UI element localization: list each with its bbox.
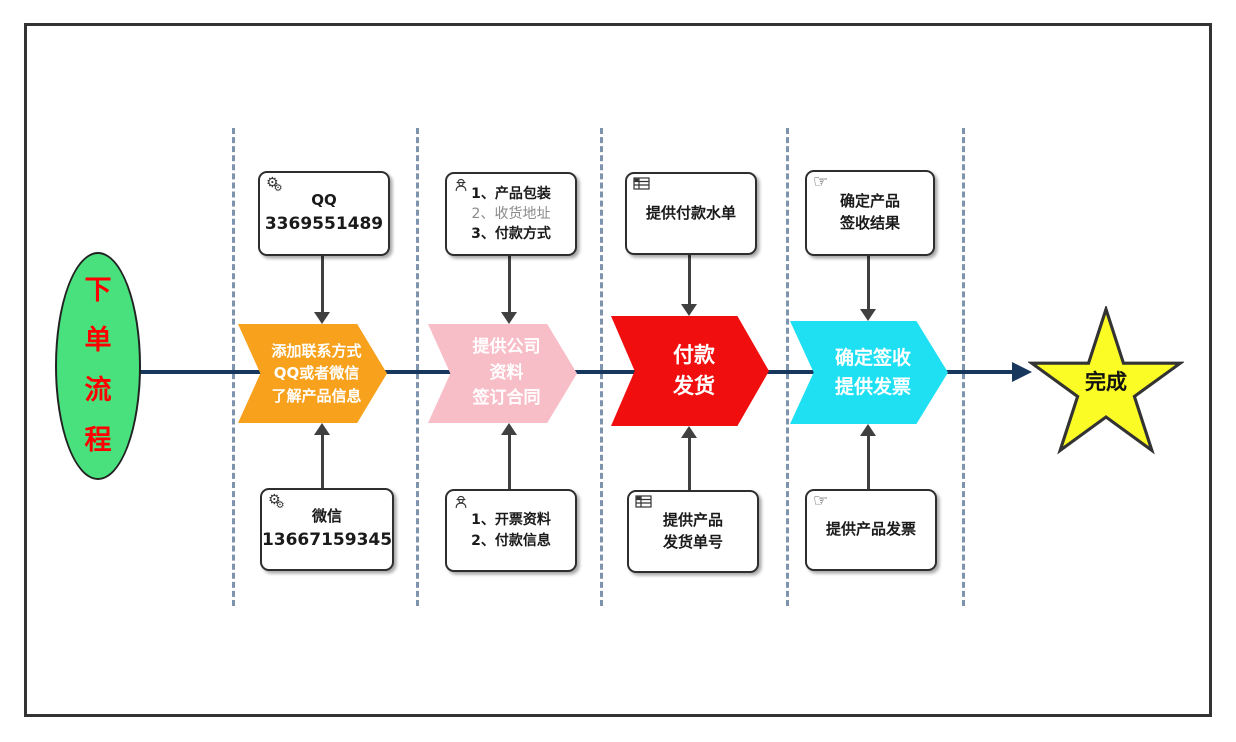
start-node-char: 下: [84, 275, 112, 306]
wechat-contact-box: ⚙⚙ 微信 13667159345: [260, 488, 394, 571]
hand-icon: ☞: [813, 491, 829, 511]
connector-line: [320, 435, 324, 488]
connector-arrow: [314, 252, 330, 324]
diagram-frame: [24, 23, 1212, 717]
chevron-line: QQ或者微信: [273, 364, 360, 383]
box-line: 微信: [311, 507, 342, 526]
table-icon: [633, 177, 650, 193]
box-line: 确定产品: [839, 192, 900, 211]
package-info-box: 1、产品包装 2、收货地址 3、付款方式: [445, 172, 577, 256]
connector-line: [687, 438, 691, 490]
start-node-char: 程: [84, 425, 112, 456]
sign-result-box: ☞ 确定产品 签收结果: [805, 170, 935, 256]
gears-icon: ⚙⚙: [266, 175, 283, 194]
phase-divider: [962, 128, 965, 606]
table-icon: [635, 495, 652, 511]
box-line: 提供产品: [662, 510, 723, 529]
connector-arrow: [681, 251, 697, 316]
hand-icon: ☞: [813, 172, 829, 192]
connector-line: [866, 252, 870, 309]
connector-line: [687, 251, 691, 304]
chevron-line: 确定签收: [834, 347, 911, 369]
shipping-number-box: 提供产品 发货单号: [627, 490, 759, 573]
box-line: 3、付款方式: [471, 226, 551, 243]
connector-line: [320, 252, 324, 312]
box-line: 2、收货地址: [471, 205, 551, 222]
finish-star: 完成: [1026, 304, 1186, 456]
chevron-line: 签订合同: [472, 388, 541, 409]
invoice-info-box: 1、开票资料 2、付款信息: [445, 489, 577, 572]
gears-icon: ⚙⚙: [268, 492, 285, 511]
step-1-chevron: 添加联系方式 QQ或者微信 了解产品信息: [238, 324, 387, 423]
connector-arrow: [681, 426, 697, 490]
payment-slip-box: 提供付款水单: [625, 172, 757, 255]
connector-arrow: [501, 252, 517, 324]
connector-arrow: [860, 252, 876, 321]
start-node-char: 流: [84, 375, 112, 406]
arrow-up-icon: [314, 423, 330, 435]
chevron-line: 了解产品信息: [271, 386, 362, 405]
engineer-icon: [453, 177, 469, 196]
box-line: 2、付款信息: [471, 532, 551, 549]
chevron-line: 发货: [673, 374, 715, 398]
chevron-line: 提供发票: [834, 375, 911, 398]
box-line: 1、开票资料: [471, 512, 551, 529]
arrow-down-icon: [681, 304, 697, 316]
connector-arrow: [501, 423, 517, 489]
start-node-char: 单: [84, 325, 112, 356]
box-line: 1、产品包装: [471, 185, 551, 202]
box-line: 3369551489: [264, 214, 384, 235]
box-line: 发货单号: [662, 532, 723, 551]
connector-arrow: [860, 424, 876, 489]
connector-line: [507, 435, 511, 489]
box-line: QQ: [311, 191, 337, 210]
arrow-up-icon: [681, 426, 697, 438]
start-node: 下 单 流 程: [55, 252, 141, 480]
phase-divider: [786, 128, 789, 606]
star-icon: [1026, 304, 1186, 455]
arrow-down-icon: [860, 309, 876, 321]
product-invoice-box: ☞ 提供产品发票: [805, 489, 937, 571]
connector-arrow: [314, 423, 330, 488]
step-2-chevron: 提供公司 资料 签订合同: [428, 324, 577, 423]
chevron-line: 添加联系方式: [271, 341, 362, 360]
arrow-down-icon: [501, 312, 517, 324]
box-line: 签收结果: [839, 214, 900, 232]
arrow-up-icon: [501, 423, 517, 435]
chevron-line: 提供公司: [472, 337, 541, 358]
finish-label: 完成: [1085, 370, 1127, 394]
phase-divider: [416, 128, 419, 606]
chevron-line: 资料: [489, 362, 524, 383]
step-4-chevron: 确定签收 提供发票: [790, 321, 948, 424]
arrow-up-icon: [860, 424, 876, 436]
box-line: 提供付款水单: [645, 203, 736, 222]
connector-line: [866, 436, 870, 489]
box-line: 提供产品发票: [825, 520, 916, 539]
phase-divider: [600, 128, 603, 606]
arrow-down-icon: [314, 312, 330, 324]
step-3-chevron: 付款 发货: [611, 316, 769, 426]
box-line: 13667159345: [261, 530, 393, 551]
main-flow-arrowhead: [1012, 362, 1032, 382]
phase-divider: [232, 128, 235, 606]
qq-contact-box: ⚙⚙ QQ 3369551489: [258, 171, 390, 256]
chevron-line: 付款: [673, 342, 715, 367]
connector-line: [507, 252, 511, 312]
engineer-icon: [453, 494, 469, 513]
